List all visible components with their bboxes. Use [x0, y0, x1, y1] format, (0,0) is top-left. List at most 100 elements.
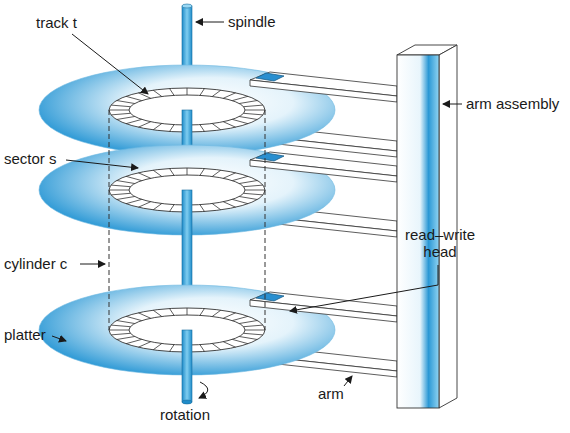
arm-assembly-label: arm assembly: [466, 95, 559, 112]
sector-tick: [232, 96, 248, 100]
sector-tick: [117, 101, 135, 104]
sector-tick: [200, 125, 205, 132]
sector-tick: [153, 344, 162, 350]
sector-tick: [153, 124, 162, 130]
sector-tick: [187, 308, 188, 315]
sector-tick: [212, 124, 221, 130]
arm-label: arm: [318, 385, 344, 402]
sector-tick: [126, 176, 142, 180]
sector-tick: [244, 185, 264, 187]
sector-tick: [170, 309, 175, 316]
cylinder-outline: [109, 110, 265, 330]
sector-tick: [212, 344, 221, 350]
sector-tick: [153, 204, 162, 210]
sector-tick: [200, 345, 205, 352]
sector-tick: [244, 193, 264, 195]
sector-tick: [239, 337, 257, 340]
sector-tick: [170, 345, 175, 352]
sector-tick: [245, 110, 265, 111]
sector-tick: [239, 117, 257, 120]
sector-tick: [117, 337, 135, 340]
sector-tick: [111, 333, 131, 335]
sector-tick: [126, 199, 142, 203]
sector-tick: [170, 169, 175, 176]
sector-tick: [223, 93, 235, 99]
sector-tick: [111, 105, 131, 107]
track-label: track t: [36, 14, 77, 31]
sector-tick: [126, 96, 142, 100]
read-write-head: [256, 73, 284, 81]
sector-tick: [170, 205, 175, 212]
sector-tick: [138, 93, 150, 99]
spindle-cap: [182, 4, 192, 8]
read-write-head: [256, 153, 284, 161]
sector-tick: [153, 310, 162, 316]
read-write-head: [256, 293, 284, 301]
sector-tick: [170, 125, 175, 132]
arm: [250, 152, 397, 182]
sector-tick: [212, 310, 221, 316]
sector-tick: [109, 110, 129, 111]
sector-tick: [117, 181, 135, 184]
sector-tick: [232, 199, 248, 203]
sector-tick: [232, 339, 248, 343]
sector-tick: [138, 122, 150, 128]
sector-tick: [138, 202, 150, 208]
sector-tick: [212, 170, 221, 176]
sector-tick: [232, 119, 248, 123]
sector-tick: [244, 325, 264, 327]
sector-tick: [239, 197, 257, 200]
sector-tick: [187, 168, 188, 175]
sector-tick: [111, 193, 131, 195]
sector-tick: [111, 113, 131, 115]
sector-tick: [111, 325, 131, 327]
sector-tick: [138, 313, 150, 319]
sector-tick: [212, 204, 221, 210]
sector-tick: [223, 122, 235, 128]
sector-tick: [187, 88, 188, 95]
sector-tick: [117, 321, 135, 324]
cylinder-label: cylinder c: [4, 255, 67, 272]
sector-tick: [232, 176, 248, 180]
head-label: read–write head: [398, 226, 482, 261]
spindle: [182, 330, 192, 402]
sector-tick: [200, 169, 205, 176]
sector-tick: [170, 89, 175, 96]
sector-tick: [138, 342, 150, 348]
sector-tick: [244, 333, 264, 335]
platter-label: platter: [4, 326, 46, 343]
sector-tick: [223, 173, 235, 179]
sector-tick: [200, 309, 205, 316]
spindle-end: [182, 400, 192, 404]
rotation-label: rotation: [160, 406, 210, 423]
sector-tick: [117, 117, 135, 120]
sector-tick: [223, 313, 235, 319]
sector-tick: [200, 89, 205, 96]
spindle-label: spindle: [228, 13, 276, 30]
sector-tick: [153, 170, 162, 176]
sector-tick: [212, 90, 221, 96]
sector-tick: [245, 190, 265, 191]
leader-line: [52, 22, 462, 398]
sector-tick: [109, 330, 129, 331]
arm: [250, 72, 397, 102]
sector-tick: [245, 330, 265, 331]
rotation-arrow: [199, 382, 208, 398]
sector-tick: [200, 205, 205, 212]
sector-tick: [117, 197, 135, 200]
sector-tick: [223, 202, 235, 208]
sector-tick: [239, 321, 257, 324]
sector-tick: [223, 342, 235, 348]
sector-tick: [239, 181, 257, 184]
sector-tick: [232, 316, 248, 320]
sector-tick: [138, 173, 150, 179]
sector-tick: [153, 90, 162, 96]
sector-tick: [109, 190, 129, 191]
sector-tick: [126, 339, 142, 343]
sector-tick: [126, 316, 142, 320]
sector-tick: [244, 105, 264, 107]
sector-tick: [126, 119, 142, 123]
sector-label: sector s: [4, 150, 57, 167]
